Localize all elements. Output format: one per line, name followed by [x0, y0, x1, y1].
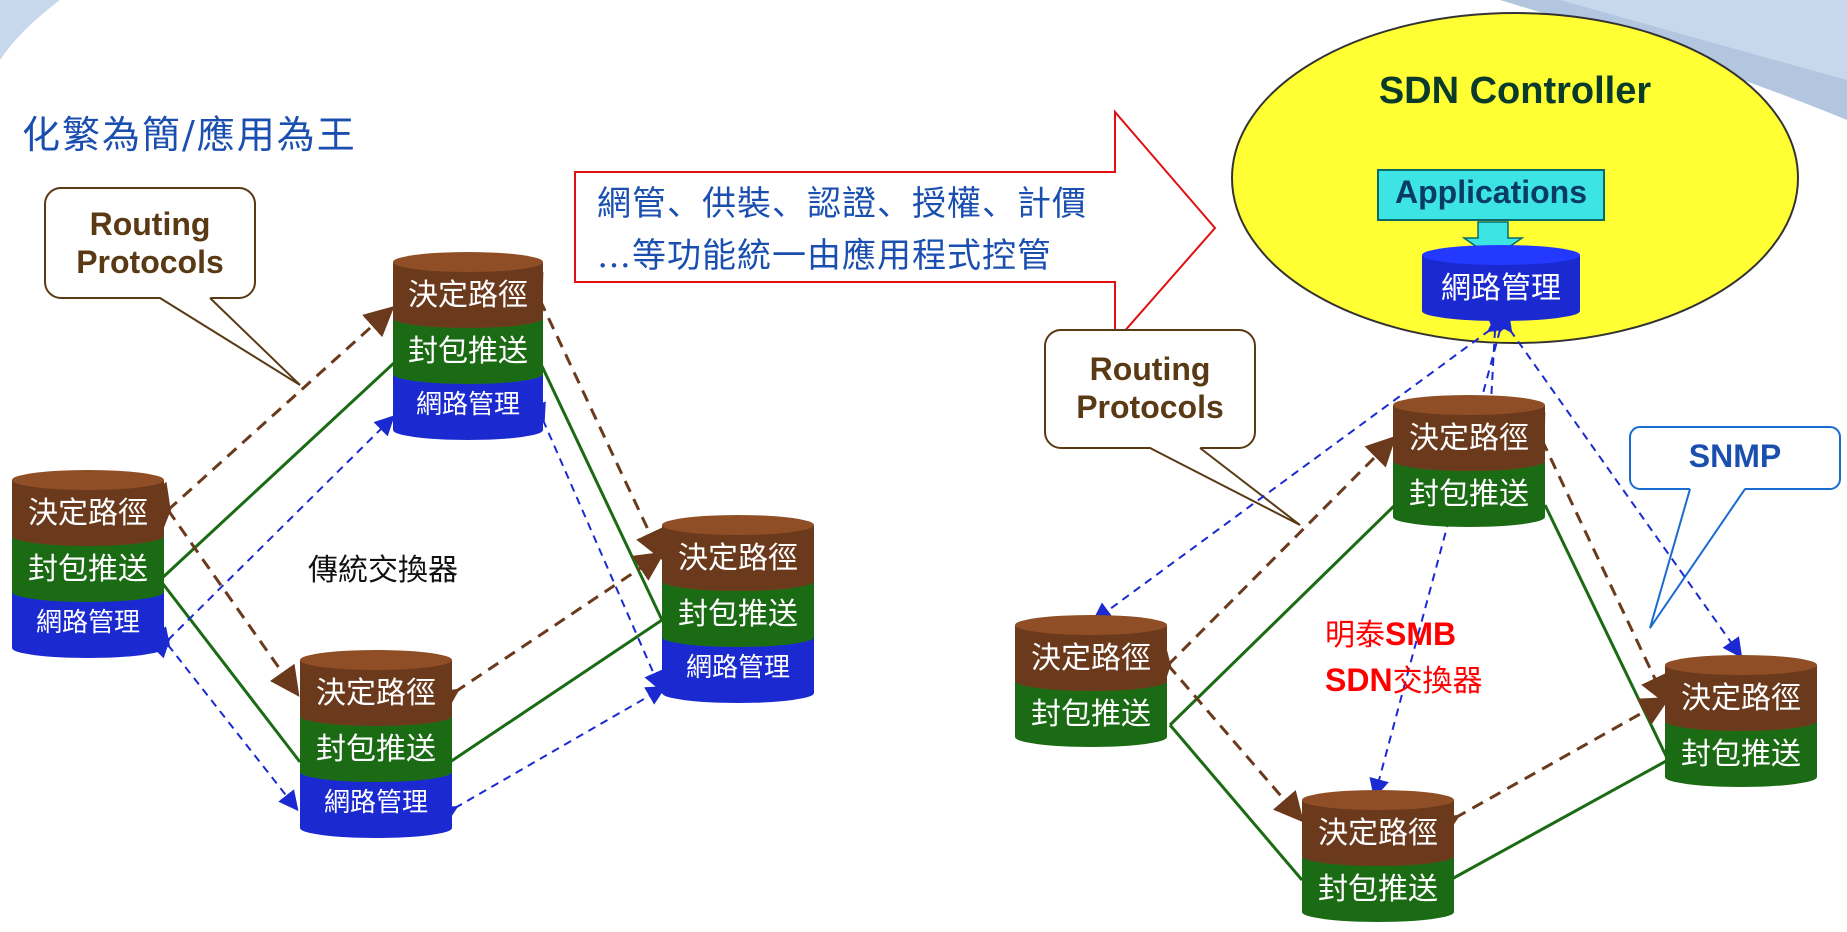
- right-callout-line2: Protocols: [1076, 389, 1224, 425]
- left-sw-2-decide-label: 決定路徑: [408, 278, 528, 313]
- controller-title: SDN Controller: [1378, 70, 1652, 112]
- left-sw-3-decide-layer: [662, 515, 814, 591]
- ctrl-mgmt-mgmt-label: 網路管理: [1441, 271, 1561, 306]
- left-callout-text: Routing Protocols: [45, 205, 255, 281]
- right-sw-2-decide-label: 決定路徑: [1031, 641, 1151, 676]
- sdn-label-en2: SDN: [1325, 662, 1393, 698]
- applications-box: [1377, 169, 1605, 221]
- left-sw-1-decide-label: 決定路徑: [28, 496, 148, 531]
- arrow-text-line2: …等功能統一由應用程式控管: [597, 236, 1052, 276]
- sdn-label-cn1: 明泰: [1325, 618, 1385, 653]
- left-sw-4-decide-layer: [300, 650, 452, 726]
- left-sw-3-decide-label: 決定路徑: [678, 541, 798, 576]
- right-sw-1-decide-layer: [1393, 395, 1545, 471]
- page-heading: 化繁為簡/應用為王: [22, 113, 357, 157]
- left-sw-4-decide-label: 決定路徑: [316, 676, 436, 711]
- left-callout-line2: Protocols: [76, 244, 224, 280]
- snmp-label: SNMP: [1688, 438, 1782, 474]
- left-sw-4-forward-label: 封包推送: [316, 732, 436, 767]
- right-sw-4-decide-layer: [1302, 790, 1454, 866]
- left-sw-2-forward-label: 封包推送: [408, 334, 528, 369]
- right-sw-3-decide-label: 決定路徑: [1681, 681, 1801, 716]
- right-callout-text: Routing Protocols: [1045, 350, 1255, 426]
- right-callout-line1: Routing: [1089, 351, 1211, 387]
- right-sw-3-decide-layer: [1665, 655, 1817, 731]
- right-sw-3-forward-label: 封包推送: [1681, 737, 1801, 772]
- arrow-text-line1: 網管、供裝、認證、授權、計價: [597, 184, 1087, 224]
- right-sw-4-forward-label: 封包推送: [1318, 872, 1438, 907]
- right-sw-1-forward-label: 封包推送: [1409, 477, 1529, 512]
- sdn-label-cn2: 交換器: [1392, 664, 1483, 699]
- decorative-swoosh-left: [0, 0, 60, 60]
- left-callout-line1: Routing: [89, 206, 211, 242]
- left-sw-1-forward-label: 封包推送: [28, 552, 148, 587]
- left-sw-2-decide-layer: [393, 252, 543, 328]
- sdn-label-en1: SMB: [1385, 616, 1457, 652]
- big-arrow: [574, 109, 1217, 345]
- applications-label: Applications: [1394, 174, 1587, 210]
- right-sw-2-decide-layer: [1015, 615, 1167, 691]
- sdn-switch-label: 明泰SMB SDN交換器: [1325, 612, 1483, 704]
- right-sw-4-decide-label: 決定路徑: [1318, 816, 1438, 851]
- left-sw-2-mgmt-label: 網路管理: [415, 390, 520, 420]
- right-sw-2-forward-label: 封包推送: [1031, 697, 1151, 732]
- right-sw-1-decide-label: 決定路徑: [1409, 421, 1529, 456]
- left-mgmt-links: [149, 401, 667, 825]
- left-sw-4-mgmt-label: 網路管理: [323, 788, 428, 818]
- arrow-text: 網管、供裝、認證、授權、計價 …等功能統一由應用程式控管: [597, 178, 1087, 282]
- traditional-switch-label: 傳統交換器: [308, 553, 458, 588]
- left-sw-3-forward-label: 封包推送: [678, 597, 798, 632]
- left-sw-1-mgmt-label: 網路管理: [35, 608, 140, 638]
- left-sw-3-mgmt-label: 網路管理: [685, 653, 790, 683]
- left-sw-1-decide-layer: [12, 470, 164, 546]
- ctrl-mgmt-mgmt-layer: [1422, 245, 1580, 321]
